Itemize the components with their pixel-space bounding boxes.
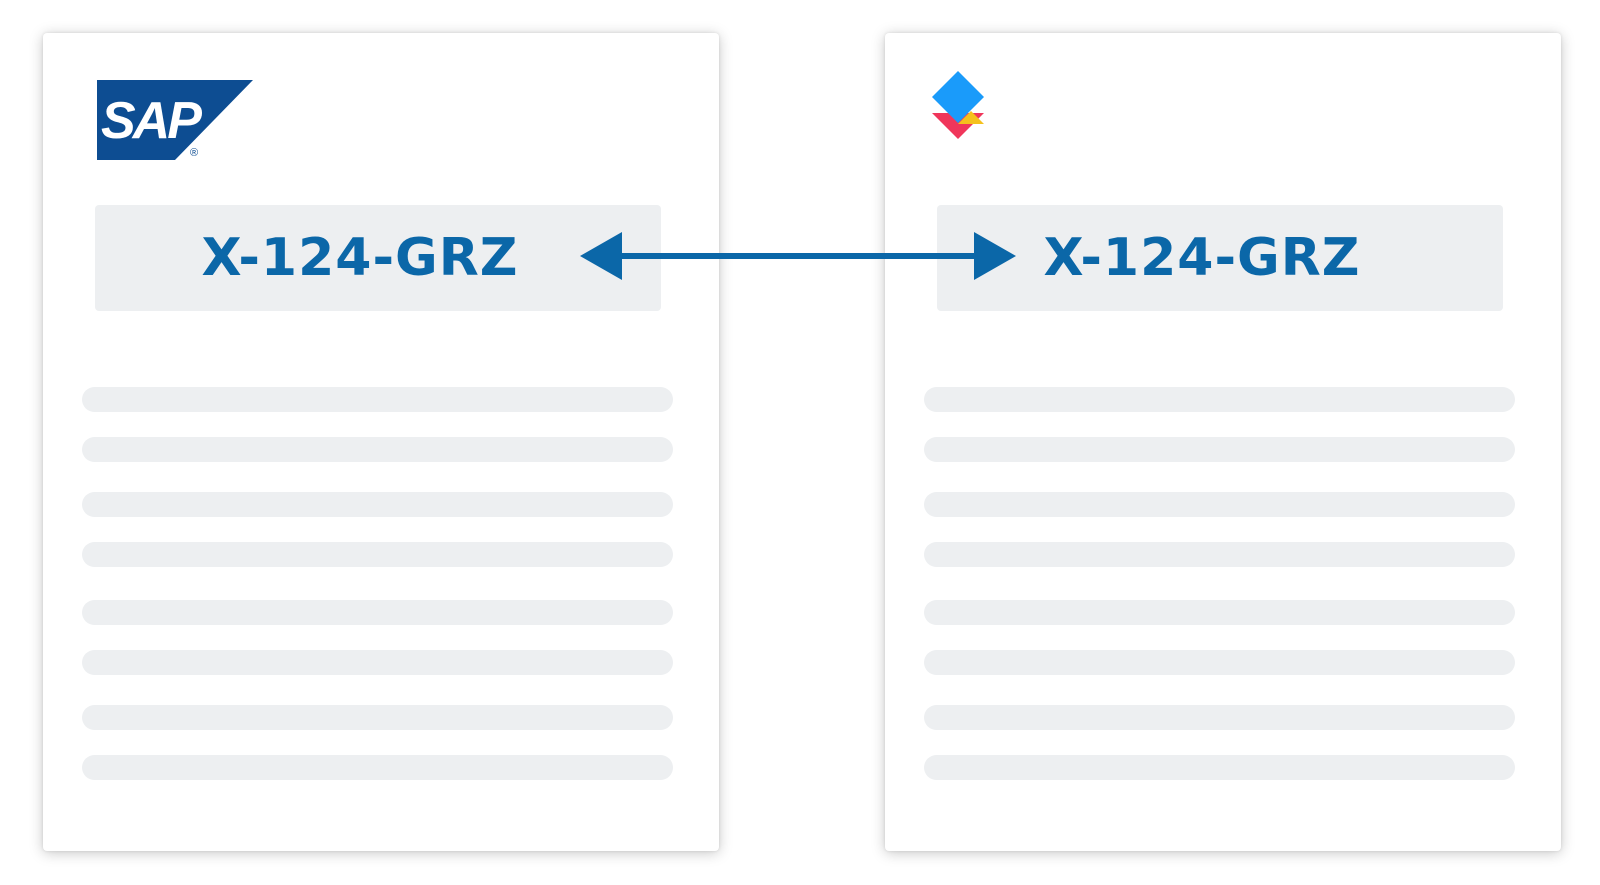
stacked-diamonds-logo-icon [928,71,988,155]
identifier-field: X-124-GRZ [937,205,1503,311]
sap-logo-icon: SAP ® [97,80,253,160]
placeholder-line [924,387,1515,412]
placeholder-line [82,755,673,780]
placeholder-line [924,492,1515,517]
registered-mark: ® [190,147,198,159]
placeholder-line [82,492,673,517]
placeholder-line [82,387,673,412]
placeholder-line [924,650,1515,675]
identifier-text: X-124-GRZ [1043,228,1361,288]
placeholder-line [924,755,1515,780]
placeholder-line [924,600,1515,625]
placeholder-line [82,705,673,730]
placeholder-line [82,600,673,625]
placeholder-line [924,542,1515,567]
placeholder-line [82,542,673,567]
sap-logo-text: SAP [101,92,202,150]
placeholder-line [924,705,1515,730]
placeholder-line [82,650,673,675]
identifier-field: X-124-GRZ [95,205,661,311]
placeholder-line [924,437,1515,462]
sap-document-card: SAP ® X-124-GRZ [43,33,719,851]
placeholder-line [82,437,673,462]
app-document-card: X-124-GRZ [885,33,1561,851]
identifier-text: X-124-GRZ [201,228,519,288]
